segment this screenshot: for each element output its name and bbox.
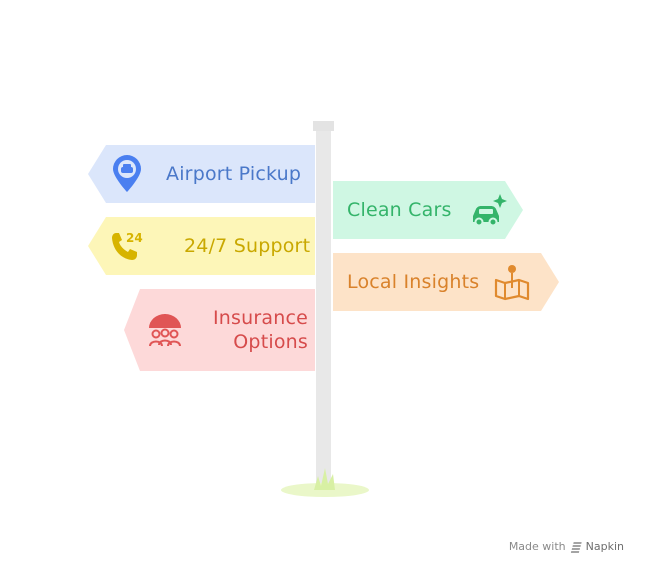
grass-base: [281, 468, 369, 497]
sign-insurance-label-line2: Options: [233, 331, 308, 353]
sign-24-7-support: 24 24/7 Support: [88, 217, 315, 275]
napkin-logo-icon: [570, 541, 582, 553]
sign-local-label: Local Insights: [347, 271, 480, 293]
sign-airport-board: [88, 145, 315, 203]
sign-local-insights: Local Insights: [333, 253, 559, 311]
sign-insurance-board: [124, 289, 315, 371]
phone-24-text: 24: [126, 231, 143, 245]
sign-insurance-label-line1: Insurance: [212, 307, 308, 329]
signpost-pole: [316, 131, 331, 483]
airport-pickup-pin-icon: [110, 155, 144, 193]
sign-insurance-label: Insurance Options: [208, 306, 308, 354]
sign-local-board: [333, 253, 559, 311]
map-pin-icon: [493, 262, 531, 302]
sign-insurance-options: Insurance Options: [124, 289, 315, 371]
footer-prefix: Made with: [508, 540, 566, 553]
footer-brand: Napkin: [585, 540, 624, 553]
phone-24-icon: 24: [108, 228, 148, 264]
sign-airport-pickup: Airport Pickup: [88, 145, 315, 203]
sign-airport-label: Airport Pickup: [166, 163, 302, 185]
made-with-napkin-footer: Made with Napkin: [509, 540, 624, 553]
sign-support-board: [88, 217, 315, 275]
sign-clean-cars: Clean Cars: [333, 181, 523, 239]
pole-cap: [313, 121, 334, 131]
sign-clean-label: Clean Cars: [347, 199, 452, 221]
sign-support-label: 24/7 Support: [184, 235, 311, 257]
sparkling-car-icon: [468, 192, 508, 228]
umbrella-family-icon: [146, 312, 184, 348]
